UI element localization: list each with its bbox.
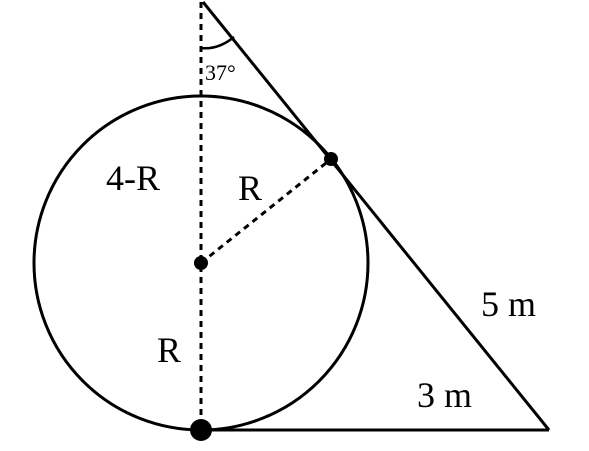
hypotenuse-label: 5 m — [481, 284, 536, 324]
hypotenuse-line — [201, 1, 551, 431]
bottom-point — [190, 419, 212, 441]
segment-upper-label: 4-R — [106, 158, 160, 198]
angle-label: 37° — [205, 60, 236, 85]
tangent-point — [324, 152, 338, 166]
base-label: 3 m — [417, 375, 472, 415]
radius-dashed-line — [200, 157, 332, 265]
segment-lower-label: R — [157, 330, 181, 370]
angle-arc — [200, 36, 235, 50]
radius-slant-label: R — [238, 168, 262, 208]
center-point — [194, 256, 208, 270]
